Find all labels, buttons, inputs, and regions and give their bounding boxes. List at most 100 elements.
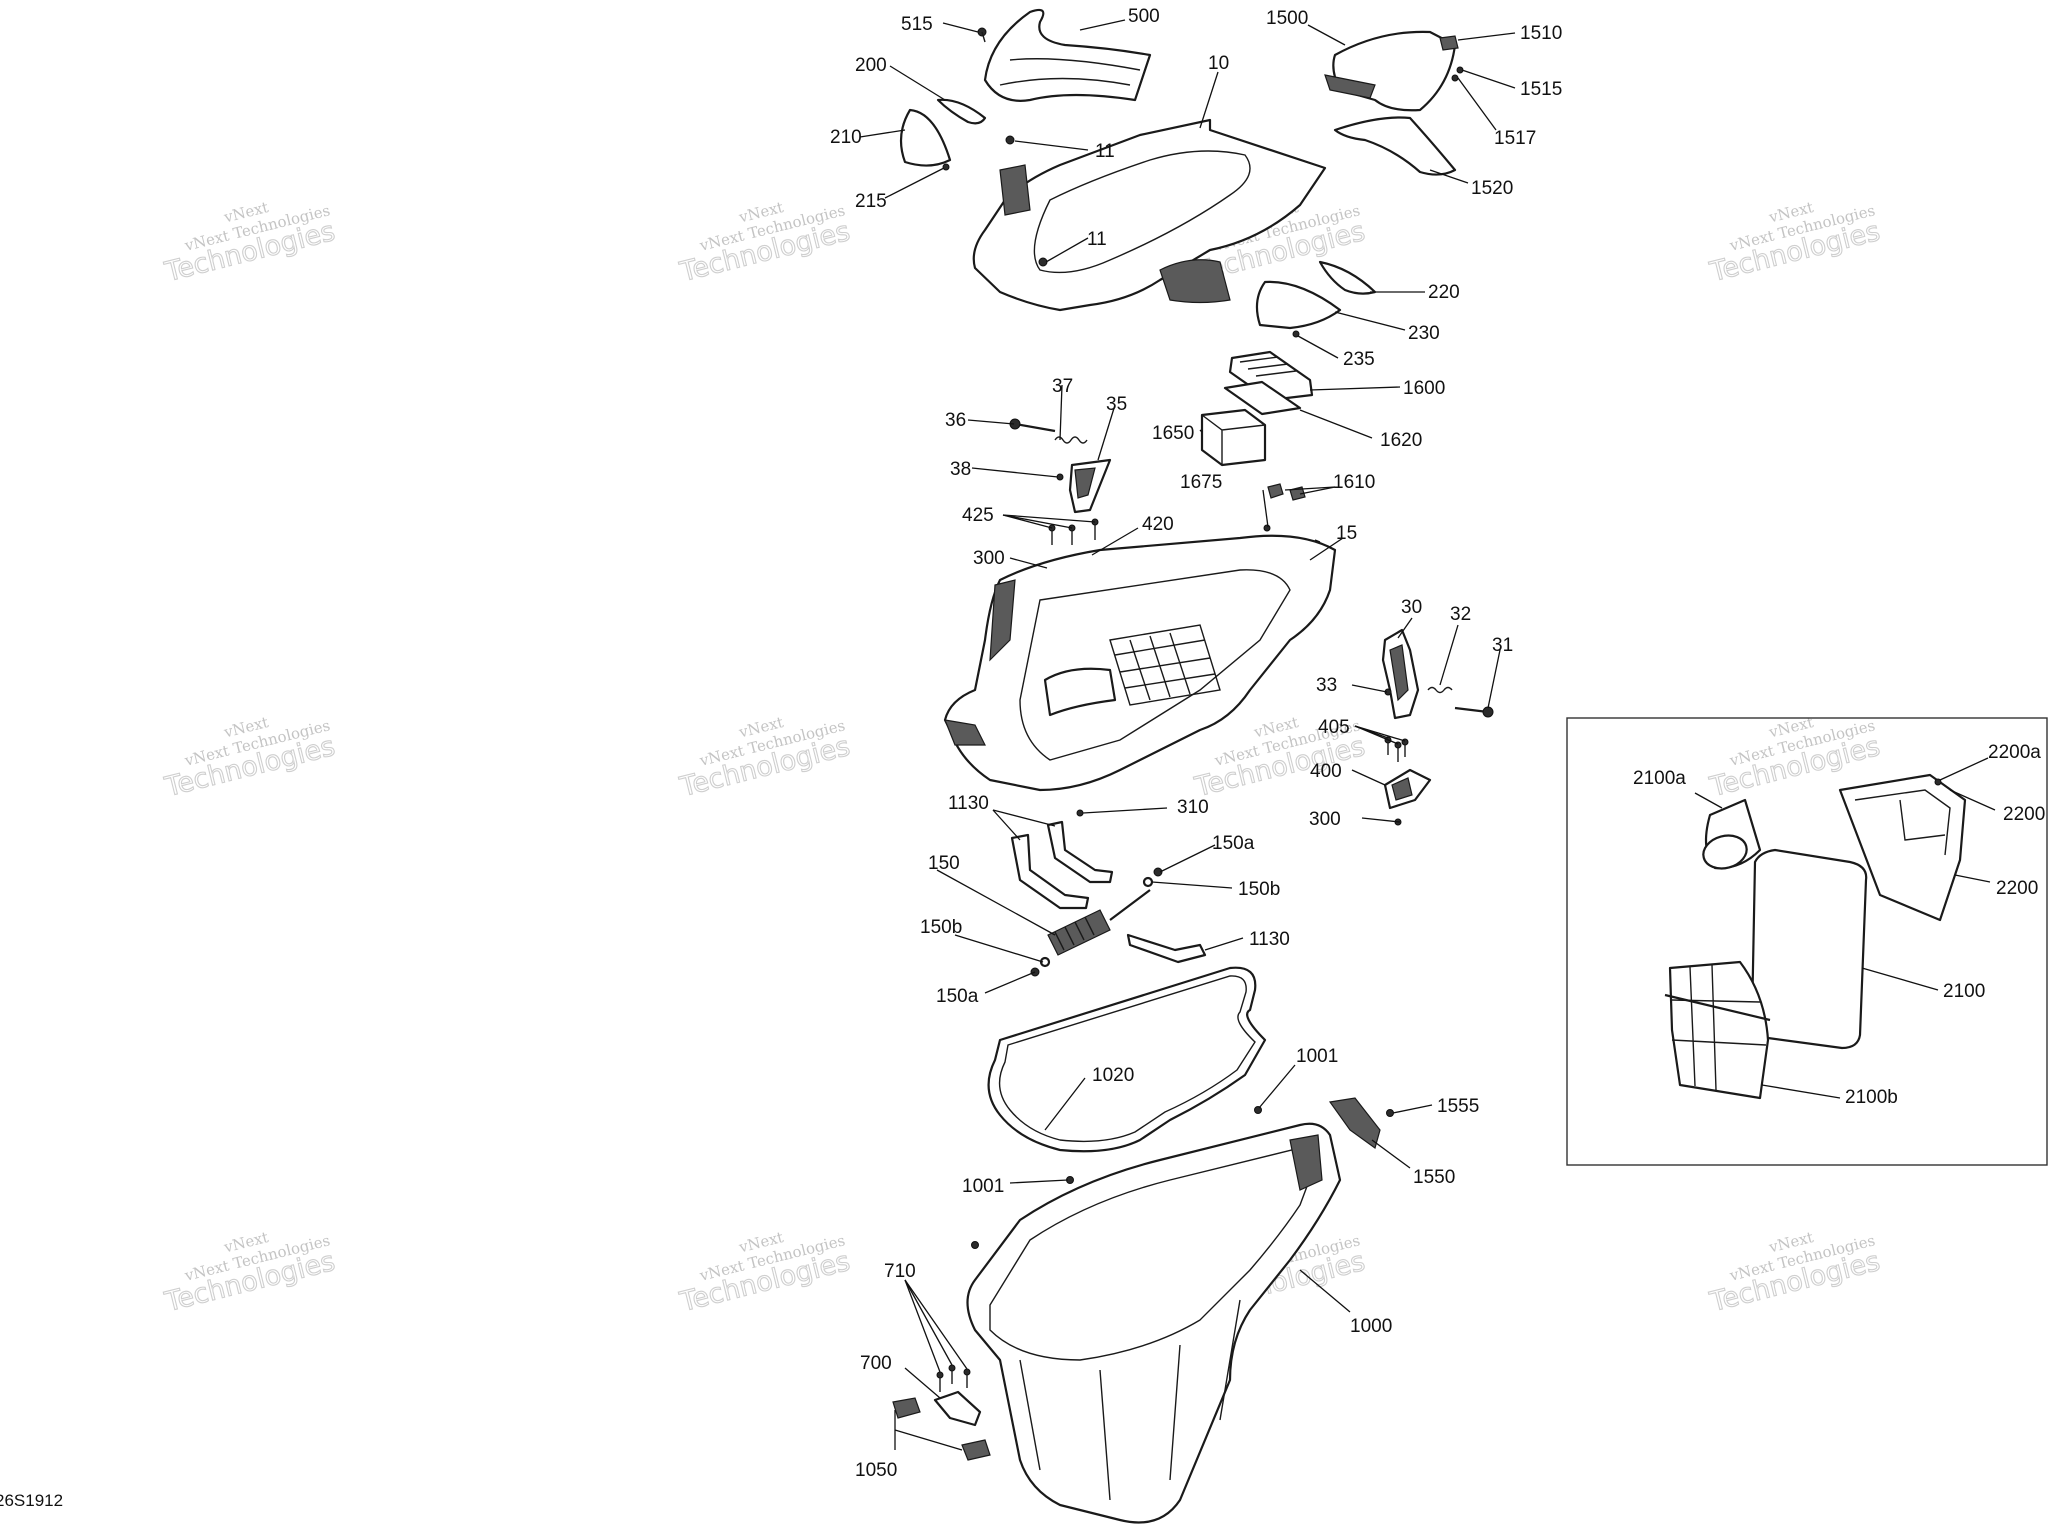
part-215-screw — [942, 163, 950, 171]
part-1620-seal — [1223, 380, 1302, 416]
callout-230: 230 — [1408, 323, 1440, 344]
callout-150b-upper: 150b — [1238, 879, 1280, 900]
callout-1650: 1650 — [1152, 423, 1194, 444]
part-1000-storage-bin — [966, 1122, 1342, 1524]
inset-panel — [1566, 717, 2048, 1166]
callout-labels: 515 500 1500 1510 1515 1517 200 10 210 1… — [830, 6, 2045, 1481]
callout-310: 310 — [1177, 797, 1209, 818]
part-2200-inner — [1854, 789, 1951, 856]
callout-1050: 1050 — [855, 1460, 897, 1481]
callout-35: 35 — [1106, 394, 1127, 415]
part-500-detail — [999, 58, 1141, 86]
part-1001-screw-side — [971, 1241, 979, 1249]
callout-405: 405 — [1318, 717, 1350, 738]
callout-1001-upper: 1001 — [1296, 1046, 1338, 1067]
part-2100a-rim — [1702, 834, 1748, 870]
part-1610-clip-left — [1267, 483, 1284, 499]
callout-1130-lower: 1130 — [1249, 929, 1290, 950]
callout-31: 31 — [1492, 635, 1513, 656]
callout-11-lower: 11 — [1087, 229, 1107, 250]
part-1000-wall-lines — [1019, 1299, 1241, 1501]
part-10-side-detail — [1159, 259, 1231, 304]
part-1020-inner — [998, 975, 1256, 1143]
callout-150b-lower: 150b — [920, 917, 962, 938]
watermark: vNext vNext Technologies Technologies — [161, 713, 339, 804]
part-1600-ribs — [1239, 356, 1297, 377]
callout-300-upper: 300 — [973, 548, 1005, 569]
part-1500-lamp-detail — [1324, 74, 1376, 99]
part-15-grid — [1109, 624, 1221, 706]
part-500-top-cover — [983, 8, 1152, 102]
part-1050-catch-right — [961, 1439, 991, 1461]
callout-1675: 1675 — [1180, 472, 1222, 493]
callout-220: 220 — [1428, 282, 1460, 303]
part-150-grip-rings — [1054, 916, 1095, 951]
callout-1620: 1620 — [1380, 430, 1422, 451]
part-235-screw — [1292, 330, 1300, 338]
part-11-screw-lower — [1038, 257, 1048, 267]
watermark: vNext vNext Technologies Technologies — [676, 1228, 854, 1319]
callout-1515: 1515 — [1520, 79, 1562, 100]
part-1500-rear-cover — [1332, 30, 1457, 112]
part-32-spring — [1427, 686, 1453, 694]
part-1555-screw — [1386, 1109, 1394, 1117]
part-310-grommet — [1076, 809, 1084, 817]
part-1517-washer — [1451, 74, 1459, 82]
part-30-detail — [1389, 644, 1409, 702]
callout-1555: 1555 — [1437, 1096, 1479, 1117]
part-1000-rim — [989, 1147, 1316, 1361]
callout-1517: 1517 — [1494, 128, 1536, 149]
callout-2200-lower: 2200 — [1996, 878, 2038, 899]
callout-15: 15 — [1336, 523, 1357, 544]
callout-1550: 1550 — [1413, 1167, 1455, 1188]
part-drawings — [892, 8, 1494, 1524]
watermark: vNext vNext Technologies Technologies — [1706, 198, 1884, 289]
callout-700: 700 — [860, 1353, 892, 1374]
callout-515: 515 — [901, 14, 933, 35]
part-1650-filter — [1200, 408, 1267, 467]
callout-1610: 1610 — [1333, 472, 1375, 493]
part-10-upper-body — [972, 118, 1327, 312]
callout-500: 500 — [1128, 6, 1160, 27]
callout-33: 33 — [1316, 675, 1337, 696]
part-230-side-cover — [1255, 280, 1342, 330]
watermark: vNext vNext Technologies Technologies — [161, 198, 339, 289]
part-36-bolt — [1009, 418, 1056, 433]
part-150-grip — [1047, 909, 1111, 956]
part-10-front-detail — [999, 164, 1031, 216]
part-425-screws — [1048, 518, 1099, 545]
watermark: vNext vNext Technologies Technologies — [161, 1228, 339, 1319]
callout-300-lower: 300 — [1309, 809, 1341, 830]
part-2100b-mesh — [1671, 964, 1767, 1091]
callout-1510: 1510 — [1520, 23, 1562, 44]
part-1130-strap-mid — [1046, 820, 1114, 884]
part-400-detail — [1391, 777, 1413, 801]
part-35-detail — [1074, 467, 1096, 499]
part-1050-catch-left — [892, 1397, 921, 1419]
part-1130-strap-left — [1010, 833, 1090, 910]
callout-400: 400 — [1310, 761, 1342, 782]
callout-210: 210 — [830, 127, 862, 148]
callout-37: 37 — [1052, 376, 1073, 397]
callout-11-upper: 11 — [1095, 141, 1115, 162]
callout-710: 710 — [884, 1261, 916, 1282]
part-31-bolt — [1454, 706, 1494, 718]
callout-1020: 1020 — [1092, 1065, 1134, 1086]
part-1650-edge — [1201, 414, 1266, 465]
part-1550-latch-plate — [1328, 1097, 1381, 1149]
part-1510-bracket — [1439, 35, 1459, 51]
callout-10: 10 — [1208, 53, 1229, 74]
callout-420: 420 — [1142, 514, 1174, 535]
callout-30: 30 — [1401, 597, 1422, 618]
callout-425: 425 — [962, 505, 994, 526]
inset-frame — [1566, 717, 2048, 1166]
callout-1000: 1000 — [1350, 1316, 1392, 1337]
callout-235: 235 — [1343, 349, 1375, 370]
callout-2100: 2100 — [1943, 981, 1985, 1002]
callout-2100a: 2100a — [1633, 768, 1686, 789]
part-10-inner-rim — [1033, 150, 1251, 274]
part-2100-filter — [1750, 848, 1868, 1050]
part-1520-gasket — [1333, 116, 1457, 176]
callout-2200a: 2200a — [1988, 742, 2041, 763]
